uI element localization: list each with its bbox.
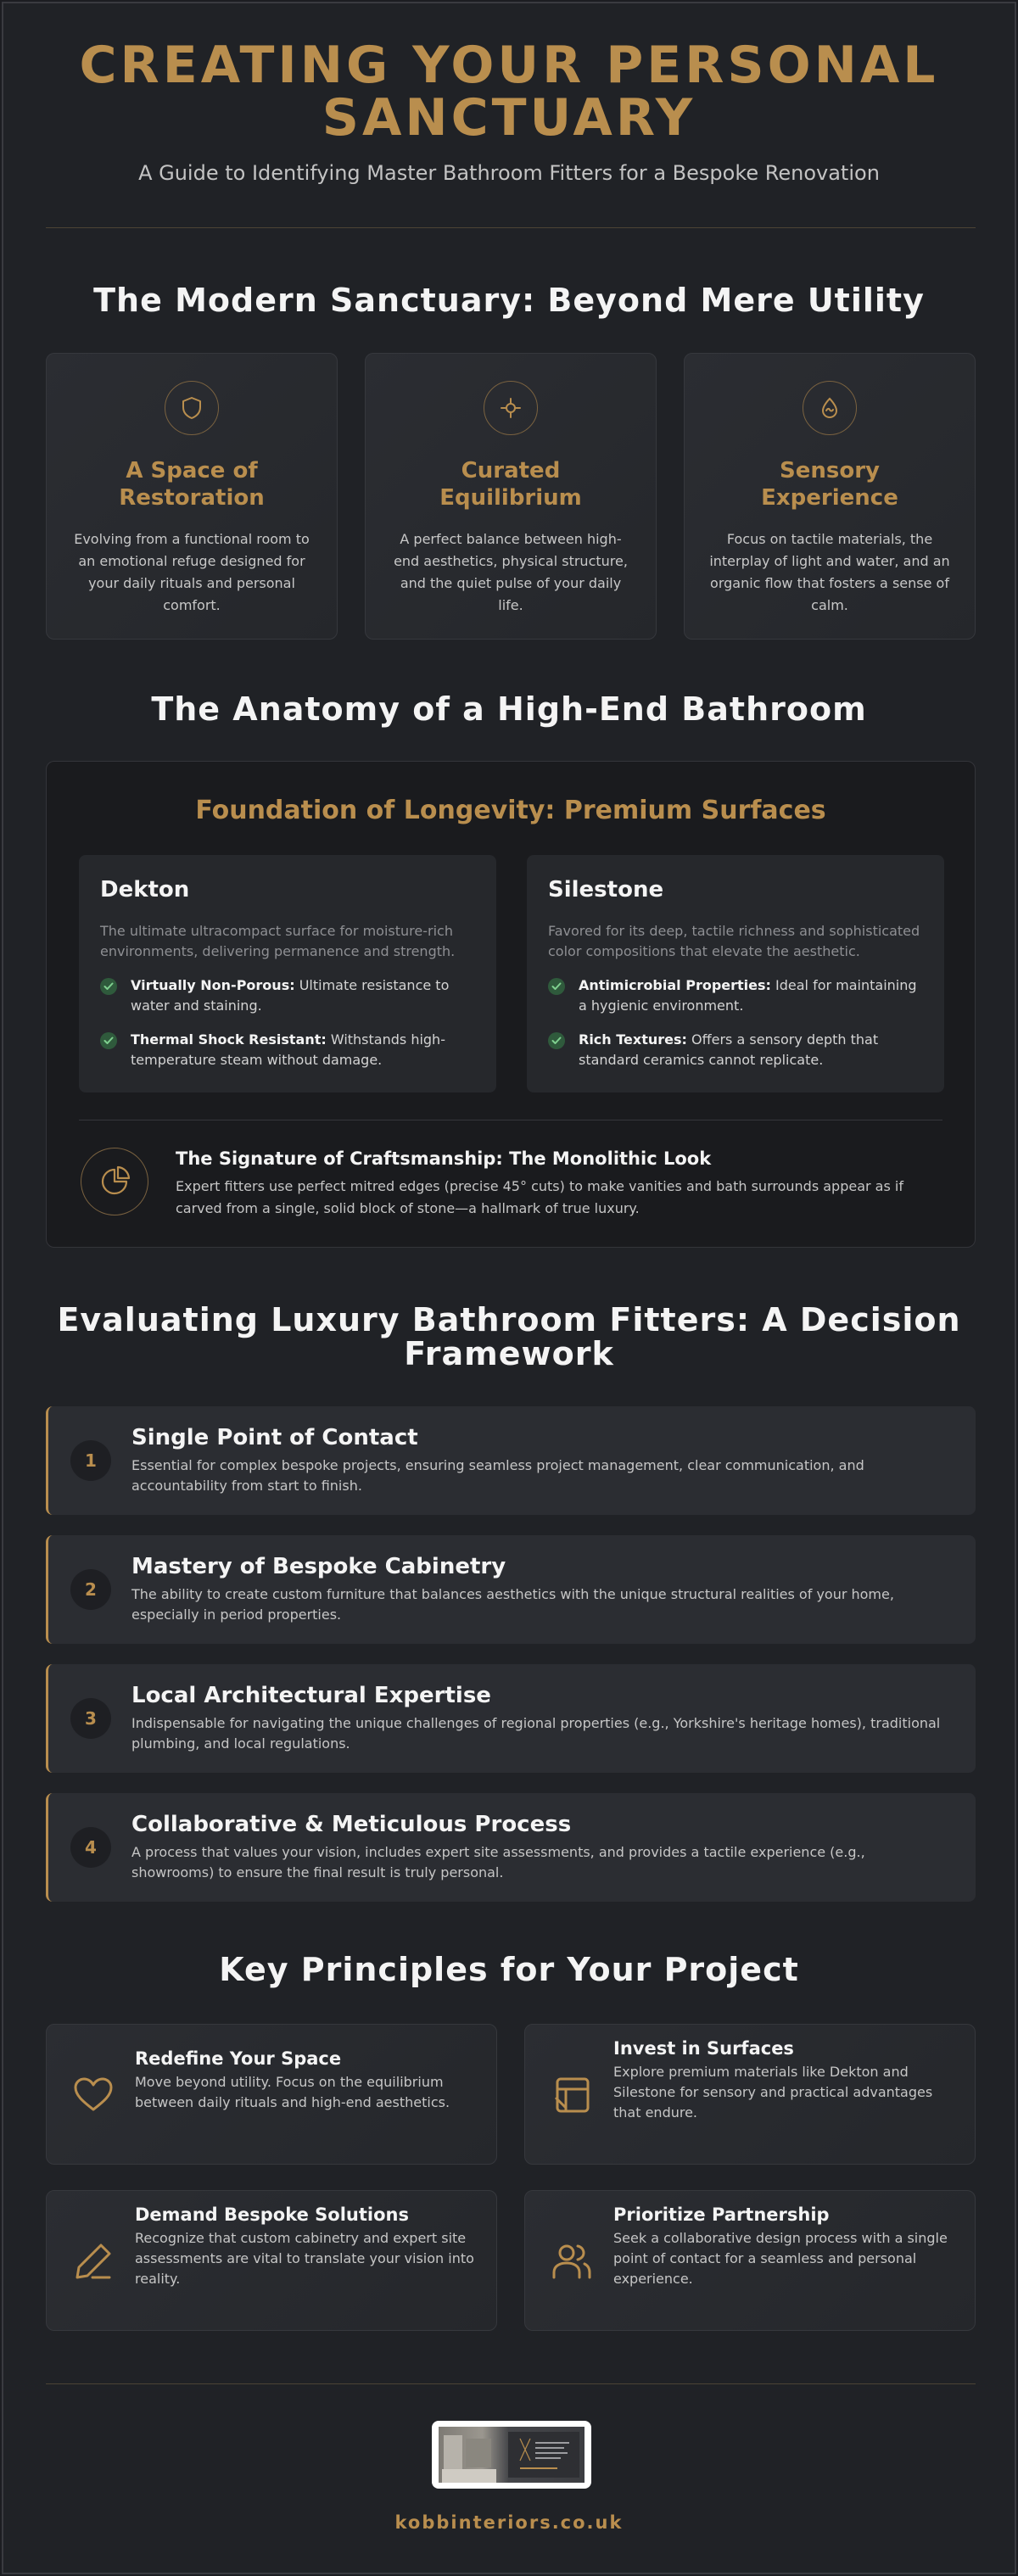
- section-title-principles: Key Principles for Your Project: [219, 1951, 799, 1988]
- criterion-title: Single Point of Contact: [131, 1425, 418, 1450]
- check-icon: [548, 978, 565, 995]
- material-name: Silestone: [548, 877, 664, 902]
- divider: [46, 2383, 976, 2384]
- card-text: Focus on tactile materials, the interpla…: [709, 531, 950, 613]
- step-number: 2: [70, 1569, 111, 1610]
- criterion-text: Indispensable for navigating the unique …: [131, 1715, 941, 1752]
- principle-title: Demand Bespoke Solutions: [135, 2204, 409, 2225]
- section-title-fitters: Evaluating Luxury Bathroom Fitters: A De…: [57, 1301, 961, 1372]
- material-card-silestone: Silestone Favored for its deep, tactile …: [527, 855, 944, 1092]
- principle-card-surfaces: Invest in Surfaces Explore premium mater…: [524, 2024, 976, 2165]
- check-icon: [548, 1032, 565, 1049]
- fitter-criterion-3: 3 Local Architectural Expertise Indispen…: [46, 1664, 976, 1773]
- card-text: A perfect balance between high-end aesth…: [394, 531, 628, 613]
- page-subtitle: A Guide to Identifying Master Bathroom F…: [138, 161, 880, 185]
- fitter-criterion-4: 4 Collaborative & Meticulous Process A p…: [46, 1793, 976, 1902]
- step-number: 4: [70, 1827, 111, 1868]
- shield-icon: [165, 381, 219, 435]
- principle-title: Prioritize Partnership: [613, 2204, 830, 2225]
- section-title-sanctuary: The Modern Sanctuary: Beyond Mere Utilit…: [93, 282, 925, 319]
- website-link[interactable]: kobbinteriors.co.uk: [394, 2512, 624, 2533]
- principle-title: Invest in Surfaces: [613, 2038, 794, 2059]
- feature-item: Thermal Shock Resistant: Withstands high…: [100, 1030, 475, 1070]
- surface-icon: [554, 2077, 590, 2113]
- principle-title: Redefine Your Space: [135, 2048, 342, 2069]
- fitter-criterion-2: 2 Mastery of Bespoke Cabinetry The abili…: [46, 1535, 976, 1644]
- card-title: Sensory Experience: [761, 458, 898, 511]
- material-desc: Favored for its deep, tactile richness a…: [548, 923, 920, 959]
- card-text: Evolving from a functional room to an em…: [74, 531, 310, 613]
- premium-surfaces-panel: Foundation of Longevity: Premium Surface…: [46, 761, 976, 1248]
- criterion-text: The ability to create custom furniture t…: [131, 1586, 894, 1623]
- heart-icon: [74, 2077, 113, 2111]
- criterion-title: Collaborative & Meticulous Process: [131, 1812, 572, 1837]
- step-number: 3: [70, 1698, 111, 1739]
- divider: [46, 227, 976, 228]
- sanctuary-card-sensory: Sensory Experience Focus on tactile mate…: [684, 353, 976, 640]
- fitter-criterion-1: 1 Single Point of Contact Essential for …: [46, 1406, 976, 1515]
- feature-item: Rich Textures: Offers a sensory depth th…: [548, 1030, 923, 1070]
- hero: CREATING YOUR PERSONAL SANCTUARY A Guide…: [3, 39, 1015, 185]
- criterion-text: Essential for complex bespoke projects, …: [131, 1457, 864, 1494]
- card-title: A Space of Restoration: [119, 458, 265, 511]
- material-card-dekton: Dekton The ultimate ultracompact surface…: [79, 855, 496, 1092]
- pencil-icon: [76, 2244, 111, 2279]
- criterion-text: A process that values your vision, inclu…: [131, 1844, 865, 1880]
- material-desc: The ultimate ultracompact surface for mo…: [100, 923, 456, 959]
- principle-text: Seek a collaborative design process with…: [613, 2230, 948, 2287]
- material-name: Dekton: [100, 877, 190, 902]
- principle-card-redefine: Redefine Your Space Move beyond utility.…: [46, 2024, 497, 2165]
- feature-item: Antimicrobial Properties: Ideal for main…: [548, 975, 923, 1016]
- principle-card-bespoke: Demand Bespoke Solutions Recognize that …: [46, 2190, 497, 2331]
- logo-image: [439, 2427, 585, 2483]
- craft-title: The Signature of Craftsmanship: The Mono…: [176, 1148, 712, 1169]
- page-title: CREATING YOUR PERSONAL SANCTUARY: [79, 36, 939, 148]
- feature-item: Virtually Non-Porous: Ultimate resistanc…: [100, 975, 475, 1016]
- sanctuary-card-equilibrium: Curated Equilibrium A perfect balance be…: [365, 353, 657, 640]
- principle-text: Move beyond utility. Focus on the equili…: [135, 2074, 450, 2110]
- company-logo[interactable]: [432, 2421, 591, 2489]
- criterion-title: Local Architectural Expertise: [131, 1683, 491, 1708]
- card-title: Curated Equilibrium: [439, 458, 582, 511]
- principle-text: Recognize that custom cabinetry and expe…: [135, 2230, 474, 2287]
- water-drop-icon: [803, 381, 857, 435]
- principle-card-partnership: Prioritize Partnership Seek a collaborat…: [524, 2190, 976, 2331]
- check-icon: [100, 1032, 117, 1049]
- check-icon: [100, 978, 117, 995]
- principle-text: Explore premium materials like Dekton an…: [613, 2064, 933, 2121]
- balance-icon: [484, 381, 538, 435]
- step-number: 1: [70, 1440, 111, 1481]
- panel-title: Foundation of Longevity: Premium Surface…: [195, 796, 826, 825]
- pie-chart-icon: [81, 1148, 148, 1215]
- section-title-anatomy: The Anatomy of a High-End Bathroom: [151, 690, 867, 728]
- sanctuary-card-restoration: A Space of Restoration Evolving from a f…: [46, 353, 338, 640]
- users-icon: [552, 2244, 591, 2279]
- craft-text: Expert fitters use perfect mitred edges …: [176, 1178, 903, 1216]
- criterion-title: Mastery of Bespoke Cabinetry: [131, 1554, 506, 1579]
